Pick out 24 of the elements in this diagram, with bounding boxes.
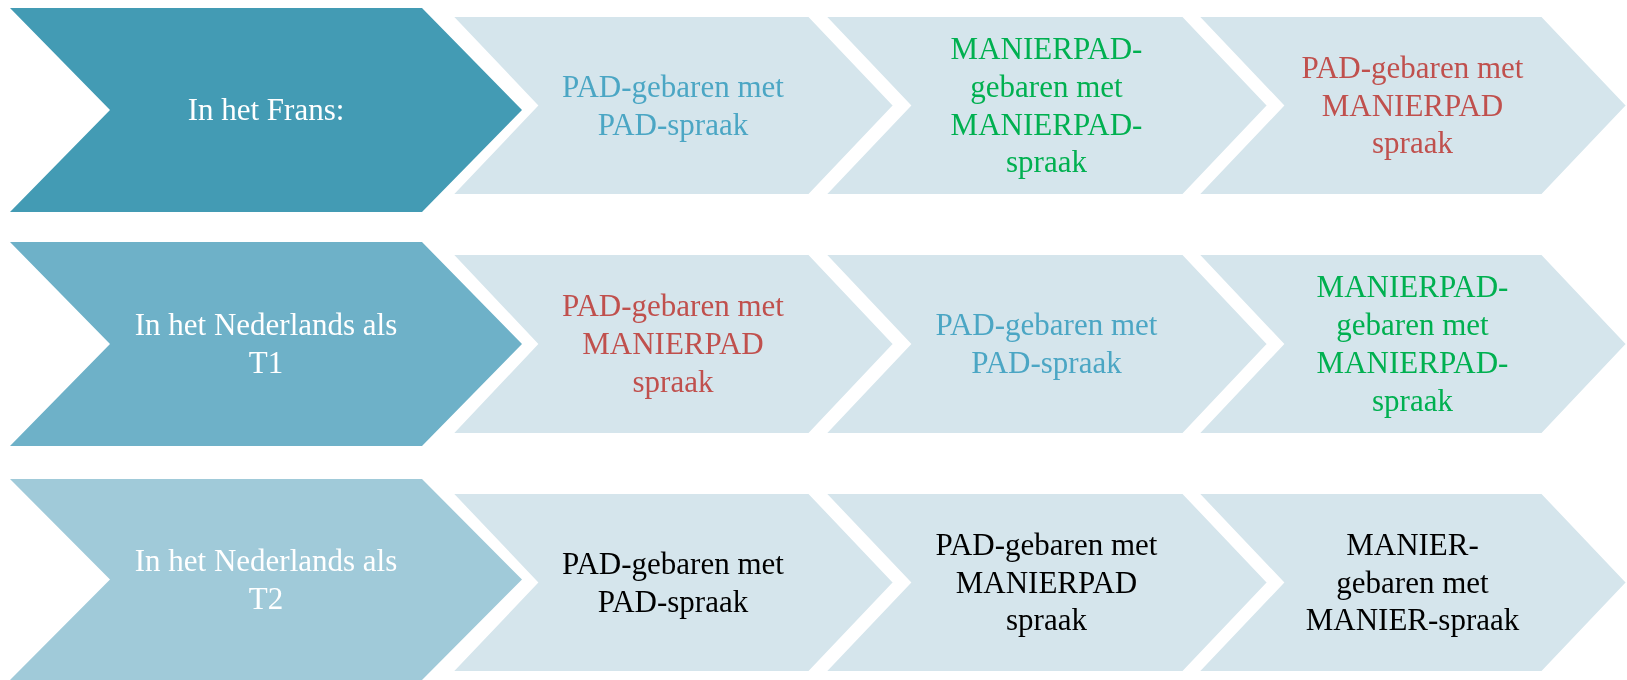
step-text: MANIERPAD-gebaren met MANIERPAD-spraak bbox=[1315, 268, 1510, 420]
chevron-step bbox=[825, 16, 1268, 195]
chevron-step bbox=[1198, 254, 1627, 434]
chevron-step bbox=[825, 254, 1268, 434]
chevron-step bbox=[452, 16, 894, 195]
step-text: PAD-gebaren met MANIERPAD spraak bbox=[934, 525, 1159, 640]
step-text: MANIERPAD-gebaren met MANIERPAD-spraak bbox=[949, 29, 1144, 182]
chevron-header bbox=[10, 8, 522, 212]
row-heading: In het Frans: bbox=[187, 91, 345, 129]
chevron-step bbox=[825, 493, 1268, 672]
chevron-header bbox=[10, 242, 522, 446]
step-text: MANIER-gebaren met MANIER-spraak bbox=[1304, 525, 1521, 640]
step-text: PAD-gebaren met MANIERPAD spraak bbox=[561, 287, 785, 401]
chevron-step bbox=[452, 493, 894, 672]
chevron-step bbox=[452, 254, 894, 434]
chevron-step bbox=[1198, 493, 1627, 672]
step-text: PAD-gebaren met PAD-spraak bbox=[561, 67, 785, 144]
row-heading: In het Nederlands als T2 bbox=[133, 541, 399, 618]
step-text: PAD-gebaren met PAD-spraak bbox=[934, 306, 1159, 382]
row-heading: In het Nederlands als T1 bbox=[133, 306, 399, 382]
step-text: PAD-gebaren met PAD-spraak bbox=[561, 544, 785, 621]
chevron-header bbox=[10, 479, 522, 680]
step-text: PAD-gebaren met MANIERPAD spraak bbox=[1300, 48, 1525, 163]
chevron-step bbox=[1198, 16, 1627, 195]
